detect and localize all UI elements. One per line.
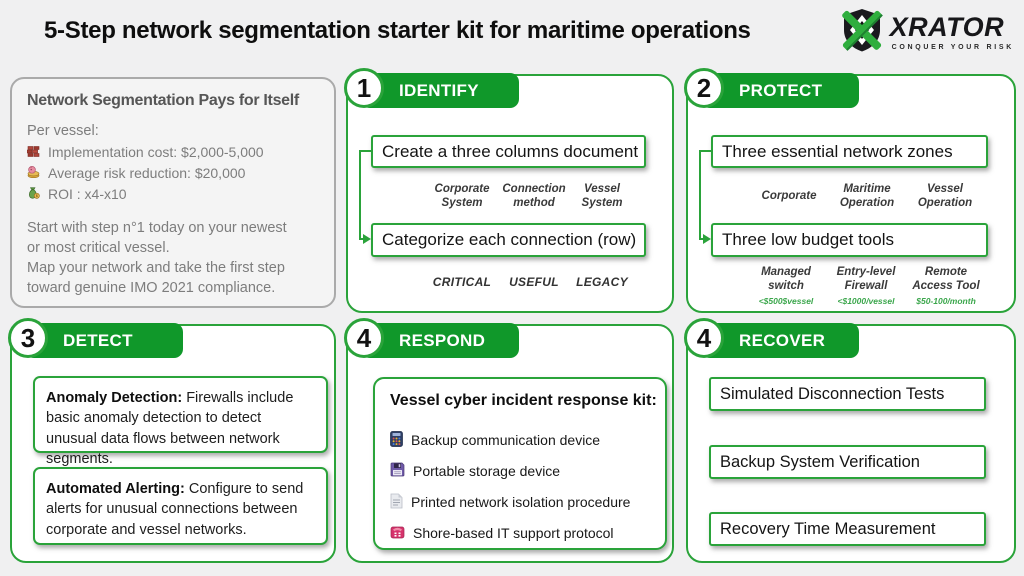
action-box: Categorize each connection (row) bbox=[371, 223, 646, 257]
action-box: Simulated Disconnection Tests bbox=[709, 377, 986, 411]
connector-line bbox=[359, 150, 371, 152]
list-item: Implementation cost: $2,000-5,000 bbox=[26, 142, 319, 163]
zone-label: Vessel Operation bbox=[917, 182, 973, 209]
column-label: Connection method bbox=[502, 182, 566, 209]
panel-recover: RECOVER 4 Simulated Disconnection Tests … bbox=[684, 318, 1016, 563]
connector-line bbox=[699, 150, 711, 152]
intro-card: Network Segmentation Pays for Itself Per… bbox=[10, 77, 336, 308]
step-header-identify: IDENTIFY bbox=[361, 73, 519, 108]
connector-line bbox=[699, 150, 701, 239]
step-number-badge: 3 bbox=[8, 318, 48, 358]
column-label: Vessel System bbox=[581, 182, 623, 209]
step-header-respond: RESPOND bbox=[361, 323, 519, 358]
document-icon bbox=[390, 493, 403, 512]
arrow-icon bbox=[703, 234, 711, 244]
action-box: Recovery Time Measurement bbox=[709, 512, 986, 546]
list-item: Average risk reduction: $20,000 bbox=[27, 163, 319, 184]
step-number-badge: 4 bbox=[684, 318, 724, 358]
connector-line bbox=[359, 150, 361, 239]
tool-item: Remote Access Tool $50-100/month bbox=[894, 265, 998, 306]
action-box: Three essential network zones bbox=[711, 135, 988, 168]
tool-name: Entry-level Firewall bbox=[836, 266, 896, 293]
money-bag-icon: $ bbox=[27, 184, 40, 205]
kit-item: Portable storage device bbox=[390, 462, 560, 480]
floppy-disk-icon bbox=[390, 462, 405, 480]
brand-tagline: CONQUER YOUR RISK bbox=[891, 44, 1014, 51]
kit-item-text: Shore-based IT support protocol bbox=[413, 525, 614, 541]
action-box: Backup System Verification bbox=[709, 445, 986, 479]
tool-item: Entry-level Firewall <$1000/vessel bbox=[814, 265, 918, 306]
panel-identify: IDENTIFY 1 Create a three columns docume… bbox=[344, 68, 674, 313]
step-number-badge: 1 bbox=[344, 68, 384, 108]
panel-detect: DETECT 3 Anomaly Detection: Firewalls in… bbox=[8, 318, 336, 563]
category-label: USEFUL bbox=[509, 275, 559, 289]
tool-name: Remote Access Tool bbox=[912, 266, 980, 293]
kit-item-text: Printed network isolation procedure bbox=[411, 494, 631, 510]
kit-item: Printed network isolation procedure bbox=[390, 493, 630, 511]
zone-label: Corporate bbox=[761, 189, 817, 202]
step-number-badge: 4 bbox=[344, 318, 384, 358]
tool-item: Managed switch <$500$vessel bbox=[734, 265, 838, 306]
step-number-badge: 2 bbox=[684, 68, 724, 108]
bricks-icon bbox=[26, 142, 40, 163]
intro-title: Network Segmentation Pays for Itself bbox=[27, 92, 299, 109]
telephone-icon bbox=[390, 525, 405, 542]
kit-box: Vessel cyber incident response kit: Back… bbox=[373, 377, 667, 550]
step-header-detect: DETECT bbox=[25, 323, 183, 358]
tool-price: <$500$vessel bbox=[758, 295, 814, 306]
panel-protect: PROTECT 2 Three essential network zones … bbox=[684, 68, 1016, 313]
info-box-text: Configure to send alerts for unusual con… bbox=[46, 481, 304, 538]
tool-name: Managed switch bbox=[761, 266, 811, 293]
arrow-icon bbox=[363, 234, 371, 244]
brand-logo: XRATOR CONQUER YOUR RISK bbox=[839, 7, 1014, 58]
shield-x-icon bbox=[839, 7, 885, 58]
category-label: LEGACY bbox=[576, 275, 628, 289]
list-item: $ ROI : x4-x10 bbox=[27, 184, 319, 205]
kit-item: Backup communication device bbox=[390, 430, 601, 450]
tool-price: $50-100/month bbox=[916, 295, 976, 306]
action-box: Three low budget tools bbox=[711, 223, 988, 257]
intro-paragraph: Start with step n°1 today on your newest… bbox=[27, 220, 287, 296]
info-box-lead: Automated Alerting: bbox=[46, 481, 185, 497]
brand-name: XRATOR bbox=[889, 12, 1005, 42]
connector-line bbox=[359, 238, 365, 240]
panel-respond: RESPOND 4 Vessel cyber incident response… bbox=[344, 318, 674, 563]
intro-subtitle: Per vessel: bbox=[27, 123, 99, 139]
bullet-text: Implementation cost: $2,000-5,000 bbox=[48, 144, 264, 160]
info-box: Anomaly Detection: Firewalls include bas… bbox=[33, 376, 328, 467]
info-box-lead: Anomaly Detection: bbox=[46, 390, 183, 406]
info-box: Automated Alerting: Configure to send al… bbox=[33, 467, 328, 545]
mobile-phone-icon bbox=[390, 430, 403, 450]
kit-item-text: Portable storage device bbox=[413, 463, 561, 479]
step-header-protect: PROTECT bbox=[701, 73, 859, 108]
column-label: Corporate System bbox=[434, 182, 490, 209]
step-header-recover: RECOVER bbox=[701, 323, 859, 358]
action-box: Create a three columns document bbox=[371, 135, 646, 168]
kit-title: Vessel cyber incident response kit: bbox=[390, 392, 657, 409]
bullet-text: ROI : x4-x10 bbox=[48, 186, 127, 202]
kit-item: Shore-based IT support protocol bbox=[390, 524, 614, 542]
kit-item-text: Backup communication device bbox=[411, 432, 601, 448]
svg-text:$: $ bbox=[36, 194, 38, 198]
tool-price: <$1000/vessel bbox=[837, 295, 895, 306]
piggy-bank-icon bbox=[27, 163, 40, 184]
info-box-text: Firewalls include basic anomaly detectio… bbox=[46, 390, 294, 467]
connector-line bbox=[699, 238, 705, 240]
zone-label: Maritime Operation bbox=[839, 182, 895, 209]
bullet-text: Average risk reduction: $20,000 bbox=[48, 165, 246, 181]
page-title: 5-Step network segmentation starter kit … bbox=[44, 17, 751, 44]
category-label: CRITICAL bbox=[432, 275, 492, 289]
